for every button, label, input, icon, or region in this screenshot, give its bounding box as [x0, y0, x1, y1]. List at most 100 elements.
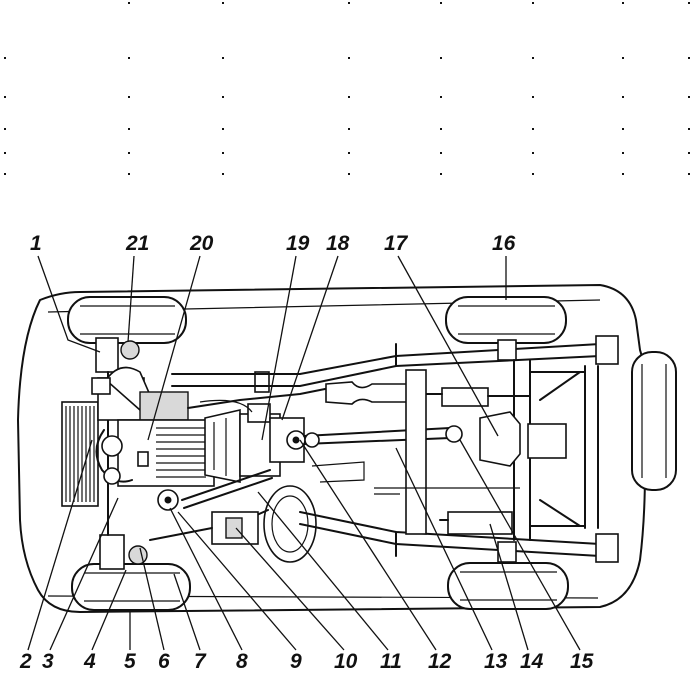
scan-dot-grid — [4, 2, 690, 175]
front-suspension — [95, 337, 148, 570]
callout-8: 8 — [236, 650, 248, 673]
leader-14 — [489, 523, 529, 651]
callout-17: 17 — [384, 232, 409, 255]
lines — [199, 399, 520, 495]
scan-dot — [532, 2, 534, 4]
leader-lines — [27, 255, 581, 651]
scan-dot — [688, 57, 690, 59]
scan-dot — [688, 96, 690, 98]
leader-19 — [261, 255, 297, 441]
leader-1 — [37, 255, 101, 353]
scan-dot — [222, 96, 224, 98]
scan-dot — [348, 96, 350, 98]
scan-dot — [532, 128, 534, 130]
callout-15: 15 — [570, 650, 594, 673]
scan-dot — [128, 128, 130, 130]
steering — [149, 485, 317, 563]
scan-dot — [622, 128, 624, 130]
front-left-wheel — [67, 296, 187, 344]
scan-dot — [622, 96, 624, 98]
scan-dot — [4, 57, 6, 59]
callout-11: 11 — [380, 650, 402, 673]
callout-10: 10 — [334, 650, 358, 673]
scan-dot — [440, 2, 442, 4]
scan-dot — [532, 57, 534, 59]
leader-4 — [91, 569, 127, 651]
callout-4: 4 — [83, 650, 96, 673]
callout-21: 21 — [125, 232, 149, 255]
scan-dot — [128, 2, 130, 4]
scan-dot — [128, 152, 130, 154]
scan-dot — [348, 128, 350, 130]
scan-dot — [222, 2, 224, 4]
spare-wheel — [631, 351, 677, 491]
leader-12 — [299, 439, 437, 651]
scan-dot — [4, 152, 6, 154]
scan-dot — [622, 2, 624, 4]
scan-dot — [222, 152, 224, 154]
leader-9 — [177, 511, 297, 651]
scan-dot — [348, 2, 350, 4]
scan-dot — [622, 57, 624, 59]
scan-dot — [128, 96, 130, 98]
rear-left-wheel — [445, 296, 567, 344]
scan-dot — [348, 57, 350, 59]
front-right-wheel — [71, 563, 191, 611]
callout-6: 6 — [158, 650, 170, 673]
scan-dot — [128, 173, 130, 175]
callout-2: 2 — [19, 650, 32, 673]
leader-6 — [139, 547, 165, 651]
leader-18 — [281, 255, 339, 421]
scan-dot — [4, 173, 6, 175]
leader-21 — [127, 255, 135, 343]
callout-19: 19 — [286, 232, 310, 255]
callout-18: 18 — [326, 232, 350, 255]
transfer-case — [269, 417, 306, 463]
callout-3: 3 — [42, 650, 54, 673]
callout-9: 9 — [290, 650, 302, 673]
scan-dot — [440, 96, 442, 98]
scan-dot — [622, 173, 624, 175]
scan-dot — [440, 57, 442, 59]
leader-3 — [49, 497, 119, 651]
leader-17 — [397, 255, 499, 437]
rear-axle — [405, 359, 599, 541]
radiator — [61, 401, 99, 507]
scan-dot — [440, 128, 442, 130]
leader-15 — [459, 439, 581, 651]
scan-dot — [440, 152, 442, 154]
body-outline — [17, 284, 650, 613]
scan-dot — [4, 96, 6, 98]
leader-7 — [173, 573, 201, 651]
callout-16: 16 — [492, 232, 516, 255]
scan-dot — [532, 152, 534, 154]
scan-dot — [532, 173, 534, 175]
scan-dot — [348, 152, 350, 154]
scan-dot — [222, 173, 224, 175]
engine — [91, 366, 215, 487]
scan-dot — [440, 173, 442, 175]
callout-12: 12 — [428, 650, 452, 673]
leader-8 — [169, 507, 243, 651]
scan-dot — [222, 57, 224, 59]
scan-dot — [622, 152, 624, 154]
callout-5: 5 — [124, 650, 136, 673]
scan-dot — [348, 173, 350, 175]
scan-dot — [688, 2, 690, 4]
scan-dot — [222, 128, 224, 130]
leader-10 — [235, 527, 345, 651]
scan-dot — [532, 96, 534, 98]
scan-dot — [688, 152, 690, 154]
callout-7: 7 — [194, 650, 207, 673]
scan-dot — [688, 128, 690, 130]
leader-11 — [257, 491, 389, 651]
callout-13: 13 — [484, 650, 508, 673]
leader-13 — [395, 447, 493, 651]
callout-labels: 1 21 20 19 18 17 16 2 3 4 5 6 7 8 9 10 1… — [19, 232, 594, 673]
leader-20 — [147, 255, 201, 441]
scan-dot — [4, 128, 6, 130]
rear-propeller-shaft — [303, 425, 463, 448]
gearbox — [204, 371, 281, 483]
callout-14: 14 — [520, 650, 544, 673]
